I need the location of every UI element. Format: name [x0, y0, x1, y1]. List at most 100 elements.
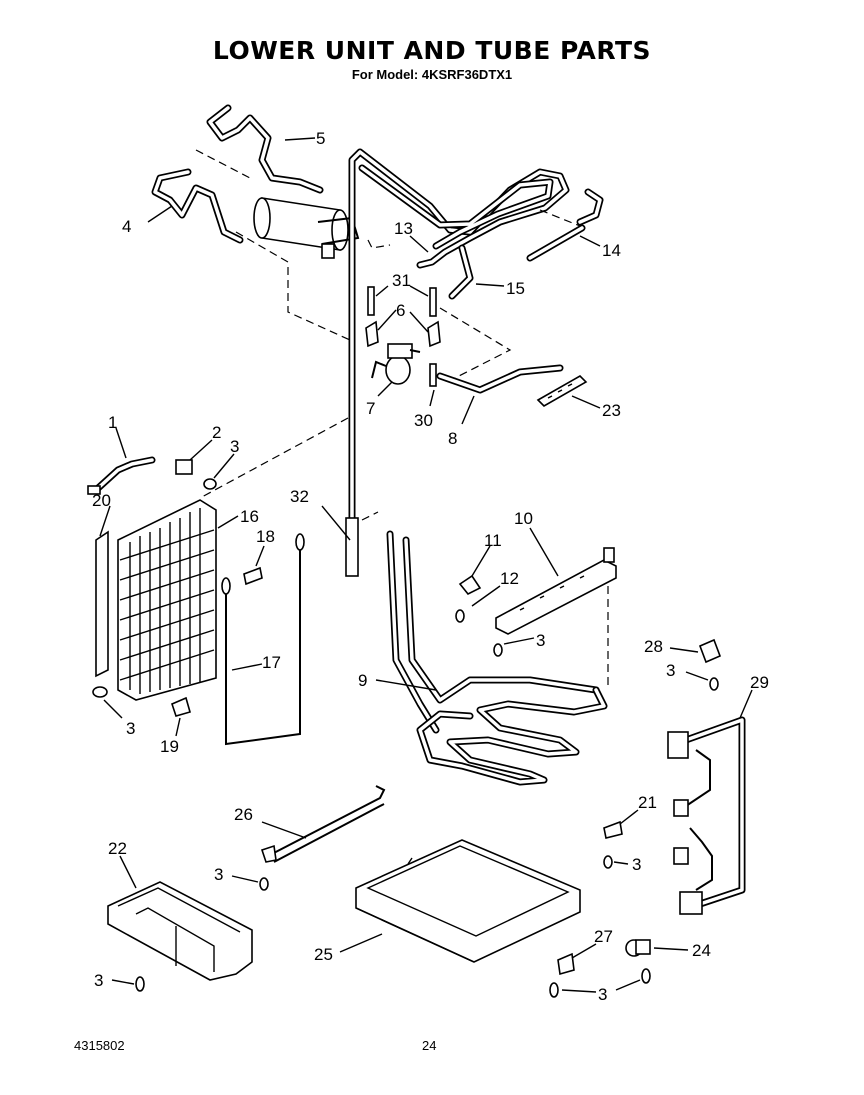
- callout-3: 3: [94, 971, 103, 990]
- leader-18: [255, 545, 265, 567]
- part-16-condenser: [117, 499, 217, 701]
- callout-23: 23: [602, 401, 621, 420]
- part-3-screw-d: [493, 643, 503, 657]
- dash-line: [199, 417, 349, 499]
- dash-line: [361, 511, 379, 521]
- leader-16: [217, 515, 239, 529]
- leader-6: [377, 309, 397, 331]
- part-23-bracket: [536, 375, 588, 407]
- part-7-valve: [371, 343, 421, 385]
- part-30-fitting: [429, 363, 437, 387]
- part-3-screw-a: [203, 478, 217, 490]
- leader-3: [561, 989, 597, 993]
- leader-14: [579, 235, 601, 247]
- leader-22: [119, 855, 137, 889]
- callout-13: 13: [394, 219, 413, 238]
- part-13-tube: [345, 148, 570, 577]
- callout-2: 2: [212, 423, 221, 442]
- callout-7: 7: [366, 399, 375, 418]
- part-3-screw-e: [135, 976, 145, 992]
- part-6-fittings: [365, 320, 441, 348]
- part-27-clip: [549, 952, 575, 998]
- callout-31: 31: [392, 271, 411, 290]
- leader-15: [475, 283, 505, 287]
- part-20-bracket: [95, 530, 109, 678]
- part-3-screw-c: [455, 609, 465, 623]
- leader-29: [739, 689, 753, 719]
- leader-3: [503, 637, 535, 645]
- callout-6: 6: [396, 301, 405, 320]
- callout-9: 9: [358, 671, 367, 690]
- callout-3: 3: [666, 661, 675, 680]
- leader-3: [613, 861, 629, 865]
- part-17-heater-wire: [221, 533, 305, 746]
- callout-17: 17: [262, 653, 281, 672]
- dash-line: [439, 307, 512, 379]
- drier-cylinder: [253, 197, 360, 259]
- dash-line: [235, 231, 351, 341]
- leader-13: [409, 235, 429, 253]
- callout-10: 10: [514, 509, 533, 528]
- part-29-harness: [667, 716, 746, 915]
- part-4-tube: [151, 168, 244, 244]
- leader-7: [377, 381, 393, 397]
- callout-3: 3: [598, 985, 607, 1004]
- callout-25: 25: [314, 945, 333, 964]
- leader-28: [669, 647, 699, 653]
- callout-32: 32: [290, 487, 309, 506]
- leader-31: [375, 285, 389, 297]
- part-15-tube: [448, 244, 474, 300]
- leader-3: [685, 671, 709, 681]
- callout-3: 3: [214, 865, 223, 884]
- leader-24: [653, 947, 689, 951]
- part-1-cord: [87, 456, 156, 495]
- part-2-clip: [175, 459, 193, 475]
- part-14-tube: [526, 188, 604, 262]
- leader-27: [571, 943, 597, 959]
- part-18-clip: [243, 566, 263, 586]
- callout-26: 26: [234, 805, 253, 824]
- leader-12: [471, 585, 501, 607]
- leader-1: [115, 427, 127, 459]
- callout-1: 1: [108, 413, 117, 432]
- part-21-clip: [603, 820, 623, 869]
- model-subtitle: For Model: 4KSRF36DTX1: [351, 67, 513, 82]
- part-22-tray: [107, 881, 253, 981]
- callout-11: 11: [484, 531, 502, 550]
- callout-30: 30: [414, 411, 433, 430]
- leader-3: [111, 979, 135, 985]
- callout-3: 3: [126, 719, 135, 738]
- leader-20: [99, 505, 111, 537]
- callout-20: 20: [92, 491, 111, 510]
- callout-22: 22: [108, 839, 127, 858]
- part-31-fittings: [367, 286, 437, 317]
- leader-3: [615, 979, 641, 991]
- leader-3: [213, 453, 235, 479]
- part-5-tube: [206, 104, 324, 194]
- leader-9: [375, 679, 437, 691]
- leader-11: [471, 545, 491, 577]
- leader-23: [571, 395, 601, 409]
- leader-17: [231, 663, 263, 671]
- part-10-bracket: [495, 547, 617, 635]
- callout-3: 3: [536, 631, 545, 650]
- callout-18: 18: [256, 527, 275, 546]
- callout-3: 3: [230, 437, 239, 456]
- part-19-clip: [171, 696, 191, 717]
- part-26-rod: [259, 785, 386, 891]
- document-number: 4315802: [74, 1038, 125, 1053]
- leader-25: [339, 933, 383, 953]
- leader-8: [461, 395, 475, 425]
- leader-32: [321, 505, 351, 541]
- leader-2: [189, 439, 213, 461]
- leader-21: [619, 809, 639, 825]
- part-24-clip: [625, 939, 651, 984]
- leader-10: [529, 527, 559, 577]
- part-25-pan: [355, 839, 581, 963]
- callout-21: 21: [638, 793, 657, 812]
- leader-5: [284, 137, 316, 141]
- leader-31: [409, 285, 429, 297]
- callout-8: 8: [448, 429, 457, 448]
- leader-30: [429, 389, 435, 407]
- page-number: 24: [422, 1038, 437, 1053]
